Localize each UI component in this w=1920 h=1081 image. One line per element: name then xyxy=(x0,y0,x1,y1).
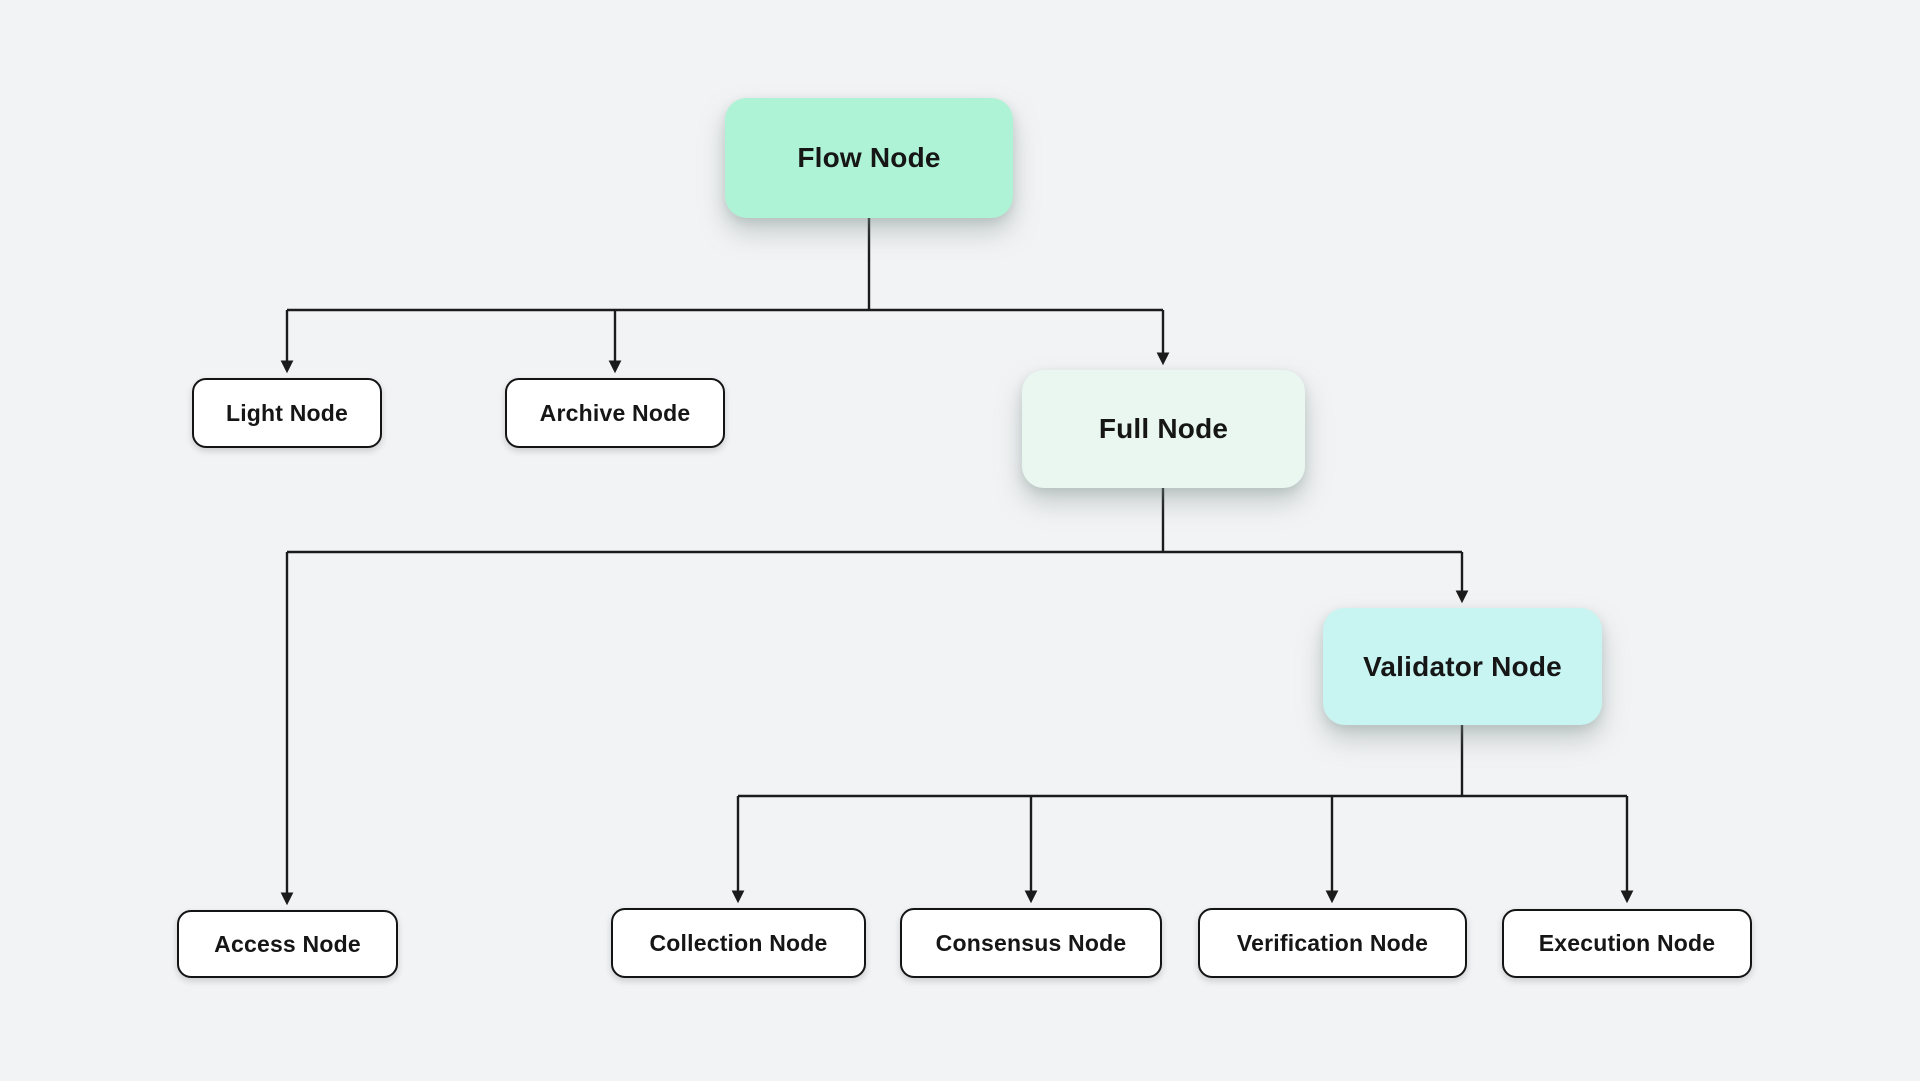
node-execution: Execution Node xyxy=(1502,909,1752,978)
node-execution-label: Execution Node xyxy=(1538,930,1716,956)
node-collection-label: Collection Node xyxy=(649,929,828,956)
node-verification: Verification Node xyxy=(1198,908,1467,978)
node-flow-label: Flow Node xyxy=(797,142,941,173)
node-consensus-label: Consensus Node xyxy=(935,929,1127,956)
node-light: Light Node xyxy=(192,378,382,448)
node-verification-label: Verification Node xyxy=(1236,929,1429,956)
node-consensus: Consensus Node xyxy=(900,908,1162,978)
node-archive: Archive Node xyxy=(505,378,725,448)
node-access: Access Node xyxy=(177,910,398,978)
node-full-label: Full Node xyxy=(1098,413,1229,444)
node-full: Full Node xyxy=(1022,370,1305,488)
node-validator-label: Validator Node xyxy=(1363,650,1562,682)
node-light-label: Light Node xyxy=(225,399,349,426)
node-flow: Flow Node xyxy=(725,98,1013,218)
node-access-label: Access Node xyxy=(214,930,361,957)
node-archive-label: Archive Node xyxy=(539,399,691,426)
node-validator: Validator Node xyxy=(1323,608,1602,725)
node-collection: Collection Node xyxy=(611,908,866,978)
